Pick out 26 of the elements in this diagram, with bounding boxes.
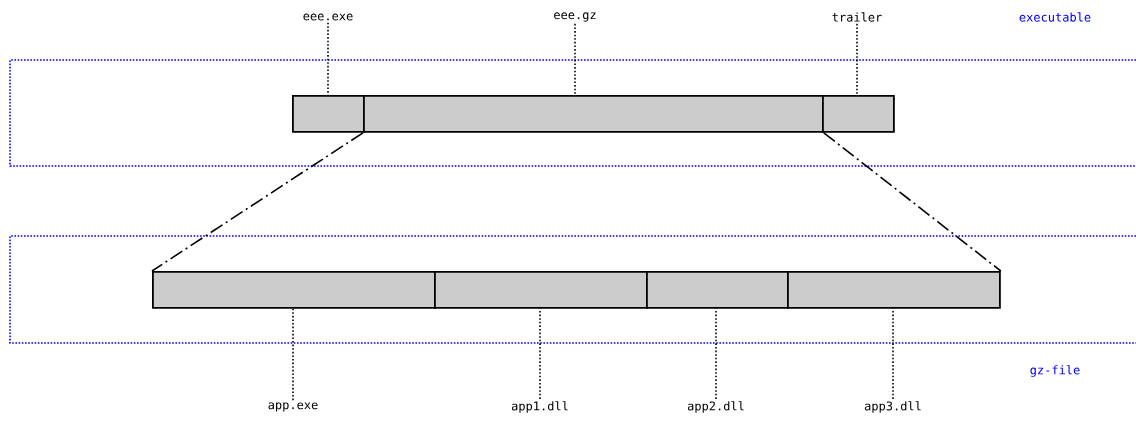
file-label: app.exe xyxy=(268,402,318,412)
zoom-line xyxy=(823,132,1002,272)
segment-box xyxy=(787,271,1001,309)
segment-box xyxy=(152,271,436,309)
segment-box xyxy=(822,95,895,133)
leader-line xyxy=(856,23,858,96)
segment-box xyxy=(434,271,648,309)
file-label: app3.dll xyxy=(864,401,921,413)
region-label: executable xyxy=(1019,12,1091,22)
dotted-region xyxy=(9,59,1136,167)
leader-line xyxy=(892,308,894,400)
file-label: eee.exe xyxy=(303,13,353,21)
leader-line xyxy=(539,308,541,400)
segment-box xyxy=(292,95,365,133)
zoom-line xyxy=(151,132,364,272)
leader-line xyxy=(292,308,294,401)
leader-line xyxy=(715,308,717,400)
file-label: trailer xyxy=(832,12,882,22)
file-label: eee.gz xyxy=(554,12,596,22)
dotted-region xyxy=(9,235,1136,344)
segment-box xyxy=(646,271,789,309)
file-label: app2.dll xyxy=(687,401,744,413)
leader-line xyxy=(574,23,576,96)
region-label: gz-file xyxy=(1030,365,1080,377)
leader-line xyxy=(327,21,329,96)
file-label: app1.dll xyxy=(511,401,568,413)
